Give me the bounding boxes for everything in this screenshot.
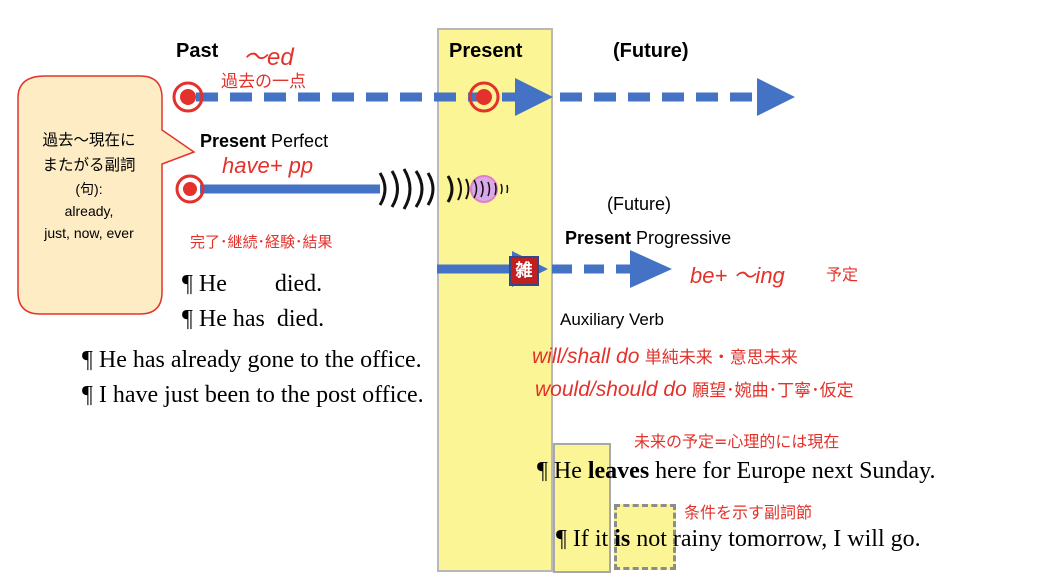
condition-highlight-box [614,504,676,570]
aux-1-note: 単純未来・意思未来 [639,348,798,368]
condition-sentence: ¶ If it is not rainy tomorrow, I will go… [556,526,921,553]
progressive-arrow [437,250,672,288]
future-label: (Future) [613,40,689,62]
perfect-title-bold: Present [200,131,267,151]
past-future-arrow [196,78,795,116]
callout-line-2: またがる副詞 [42,156,136,174]
present-band [437,28,553,572]
leaves-highlight-box [553,443,611,573]
aux-1-form: will/shall do [532,345,640,368]
condition-note: 条件を示す副詞節 [684,503,813,522]
future-label-2: (Future) [607,194,672,214]
callout-bubble [17,75,196,315]
auxiliary-line-2: would/should do 願望･婉曲･丁寧･仮定 [535,376,854,402]
cond-pre: ¶ If it [556,526,615,552]
example-1: ¶ He died. [182,271,323,297]
perfect-title: Present Perfect [200,131,328,152]
progressive-title-rest: Progressive [631,228,732,248]
callout-line-1: 過去〜現在に [42,131,136,149]
present-point-marker [468,81,500,113]
perfect-uses: 完了･継続･経験･結果 [190,233,333,251]
past-form: 〜ed [243,44,294,71]
future-present-note: 未来の予定=心理的には現在 [634,432,840,451]
perfect-arrow [175,168,509,210]
aux-2-note: 願望･婉曲･丁寧･仮定 [686,381,854,401]
progressive-form: be+ 〜ing [690,263,785,288]
perfect-title-rest: Perfect [266,131,329,151]
cond-post: not rainy tomorrow, I will go. [630,526,921,552]
leaves-post: here for Europe next Sunday. [649,458,936,484]
leaves-sentence: ¶ He leaves here for Europe next Sunday. [537,458,936,485]
callout-line-3: (句): [75,181,103,197]
past-point-note: 過去の一点 [221,72,306,92]
example-2: ¶ He has died. [182,306,325,332]
callout-text: 過去〜現在に またがる副詞 (句): already, just, now, e… [18,128,160,244]
auxiliary-title: Auxiliary Verb [560,310,664,329]
example-4: ¶ I have just been to the post office. [82,382,424,408]
past-point-marker [172,81,204,113]
aux-2-form: would/should do [535,378,687,401]
progressive-use: 予定 [826,265,859,284]
auxiliary-line-1: will/shall do 単純未来・意思未来 [532,343,798,369]
present-label: Present [449,40,523,62]
perfect-form: have+ pp [222,153,314,178]
callout-line-5: just, now, ever [44,225,134,241]
callout-line-4: already, [64,203,114,219]
past-label: Past [176,40,219,62]
cond-bold: is [614,526,631,552]
zatsu-badge: 雑 [509,256,539,286]
leaves-pre: ¶ He [537,458,588,484]
progressive-title-bold: Present [565,228,632,248]
leaves-bold: leaves [587,458,650,484]
progressive-title: Present Progressive [565,228,731,249]
example-3: ¶ He has already gone to the office. [82,347,422,373]
